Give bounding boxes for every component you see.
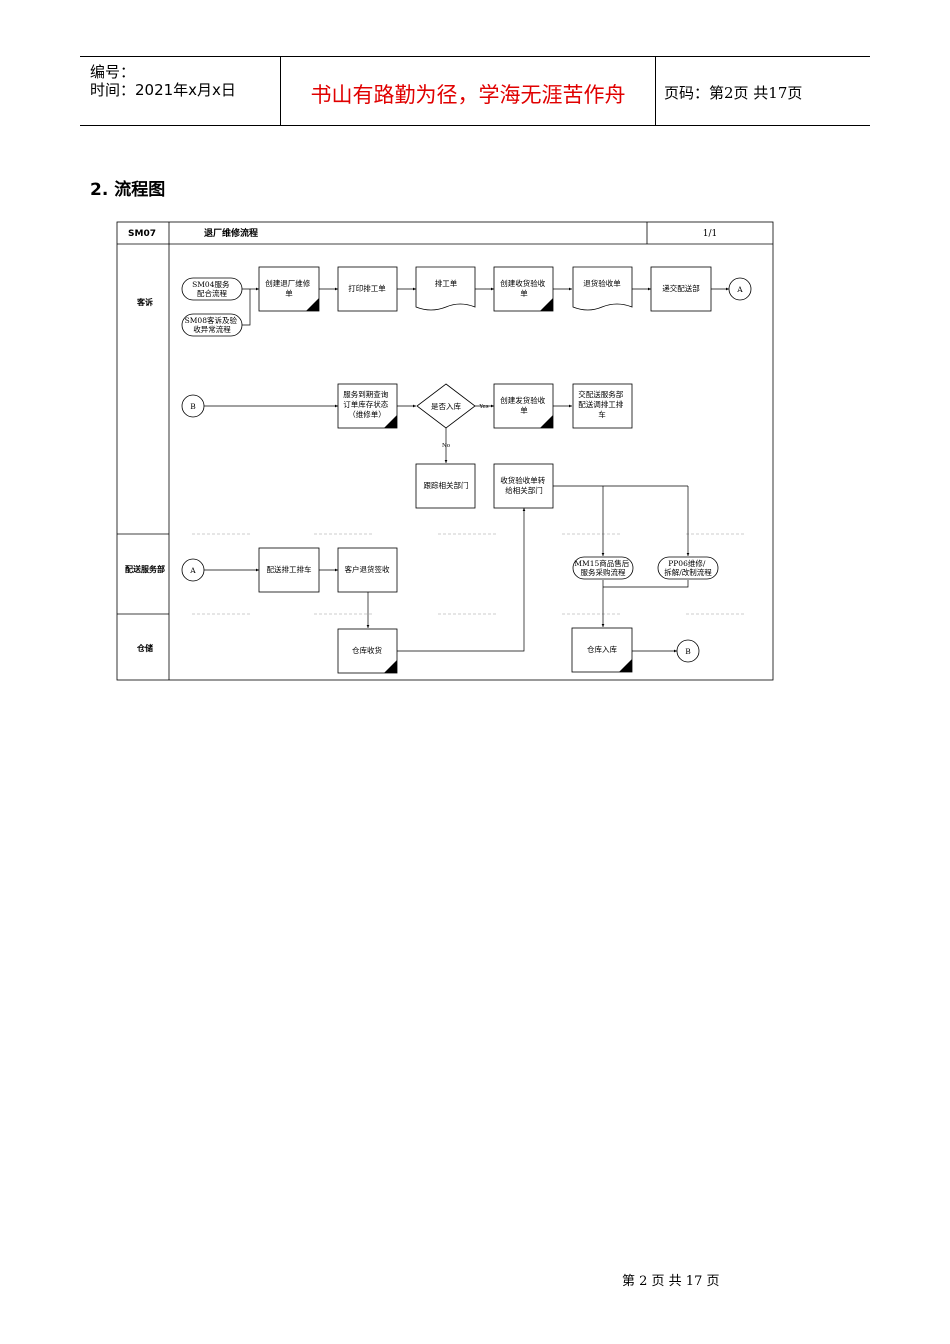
lane-label-peisong: 配送服务部 [125, 564, 165, 574]
flow-page: 1/1 [703, 229, 717, 239]
header-right-cell: 页码：第2页 共17页 [655, 57, 870, 125]
flowchart: SM07 退厂维修流程 1/1 客诉 配送服务部 仓储 SM04服务 配合流程 [116, 221, 774, 681]
node-submit-delivery-shape [650, 266, 712, 312]
node-create-return-corner [306, 298, 319, 311]
node-return-receipt-shape [572, 266, 633, 311]
flowchart-frame [116, 221, 774, 681]
node-forward-receipt-line2: 给相关部门 [505, 485, 543, 495]
node-create-receipt-line1: 创建收货验收 [500, 278, 545, 288]
lane-separators [192, 533, 746, 615]
node-warehouse-receive-corner [384, 660, 397, 673]
connector-a-in-shape [181, 558, 205, 582]
lane-label-kesu: 客诉 [136, 297, 153, 307]
node-pp06-shape [657, 556, 719, 580]
node-delivery-schedule-shape [258, 547, 320, 593]
node-create-ship-shape [493, 383, 554, 429]
node-warehouse-receive-label: 仓库收货 [352, 645, 382, 655]
node-warehouse-in-corner [619, 659, 632, 672]
connector-b-out-shape [676, 639, 700, 663]
node-print-dispatch-label: 打印排工单 [348, 283, 386, 293]
connector-a-out-shape [728, 277, 752, 301]
node-sm08-shape [181, 313, 243, 337]
node-create-receipt-label: 创建收货验收 单 [500, 278, 547, 298]
flow-name: 退厂维修流程 [204, 227, 258, 239]
connector-b-in-shape [181, 394, 205, 418]
node-submit-delivery-label: 递交配送部 [662, 283, 700, 293]
node-forward-receipt-line1: 收货验收单转 [500, 475, 545, 485]
node-service-check-line1: 服务到期查询 [343, 389, 388, 399]
node-hand-delivery-line3: 车 [598, 409, 606, 419]
node-service-check-corner [384, 415, 397, 428]
node-create-return-label: 创建退厂维修 单 [265, 278, 312, 298]
node-dispatch-doc-shape [415, 266, 476, 311]
node-sm04-line2: 配合流程 [197, 288, 227, 298]
node-delivery-schedule-label: 配送排工排车 [267, 564, 312, 574]
decision-yes-label: Yes [478, 404, 488, 410]
node-track-dept-label: 跟踪相关部门 [424, 480, 469, 490]
header-page-info: 页码：第2页 共17页 [664, 84, 803, 102]
node-hand-delivery-line2: 配送调排工排 [578, 399, 623, 409]
connector-a-out-label: A [736, 285, 743, 294]
node-service-check-line2: 订单库存状态 [343, 399, 388, 409]
lane-label-cangchu: 仓储 [136, 643, 153, 653]
section-title: 2. 流程图 [90, 180, 166, 200]
page-header: 编号： 时间：2021年x月x日 书山有路勤为径，学海无涯苦作舟 页码：第2页 … [80, 56, 870, 126]
connector-b-out-label: B [685, 647, 691, 656]
flow-code: SM07 [128, 229, 156, 239]
node-create-receipt-shape [493, 266, 554, 312]
node-create-ship-corner [540, 415, 553, 428]
node-pp06-label: PP06维修/ 拆解/改制流程 [664, 558, 712, 577]
node-pp06-line2: 拆解/改制流程 [664, 567, 712, 577]
page-footer: 第 2 页 共 17 页 [622, 1274, 720, 1289]
node-sm04-line1: SM04服务 [192, 279, 230, 289]
node-sm08-line2: 收异常流程 [193, 324, 231, 334]
connector-b-in-label: B [190, 402, 196, 411]
node-sm08-line1: SM08客诉及验 [185, 315, 238, 325]
node-forward-receipt-shape [493, 463, 554, 509]
node-hand-delivery-label: 交配送服务部 配送调排工排 车 [578, 389, 625, 419]
node-mm15-line2: 服务采购流程 [581, 567, 626, 577]
node-mm15-shape [572, 556, 634, 580]
doc-time-label: 时间：2021年x月x日 [90, 81, 236, 99]
doc-number-label: 编号： [90, 63, 136, 81]
node-warehouse-in-label: 仓库入库 [587, 644, 617, 654]
node-pp06-line1: PP06维修/ [668, 558, 706, 568]
flow-connectors [204, 287, 729, 653]
node-create-return-line1: 创建退厂维修 [265, 278, 310, 288]
node-return-receipt-label: 退货验收单 [583, 278, 621, 288]
node-create-ship-line1: 创建发货验收 [500, 395, 545, 405]
connector-a-in-label: A [189, 566, 196, 575]
node-decision-label: 是否入库 [431, 401, 461, 411]
node-decision-shape [416, 383, 476, 429]
node-mm15-label: MM15商品售后 服务采购流程 [574, 558, 631, 577]
node-customer-sign-shape [337, 547, 398, 593]
node-create-receipt-line2: 单 [520, 288, 528, 298]
header-motto: 书山有路勤为径，学海无涯苦作舟 [310, 83, 626, 107]
node-service-check-label: 服务到期查询 订单库存状态 （维修单） [343, 389, 390, 419]
header-left-cell: 编号： 时间：2021年x月x日 [80, 57, 280, 125]
node-create-ship-label: 创建发货验收 单 [500, 395, 547, 415]
node-create-receipt-corner [540, 298, 553, 311]
node-service-check-shape [337, 383, 398, 429]
node-hand-delivery-line1: 交配送服务部 [578, 389, 623, 399]
header-motto-cell: 书山有路勤为径，学海无涯苦作舟 [280, 57, 656, 125]
node-customer-sign-label: 客户退货签收 [345, 564, 390, 574]
node-warehouse-in-shape [571, 627, 633, 673]
node-forward-receipt-label: 收货验收单转 给相关部门 [500, 475, 547, 495]
node-create-ship-line2: 单 [520, 405, 528, 415]
node-hand-delivery-shape [572, 383, 633, 429]
node-mm15-line1: MM15商品售后 [574, 558, 629, 568]
node-track-dept-shape [415, 463, 476, 509]
node-sm08-label: SM08客诉及验 收异常流程 [185, 315, 240, 334]
node-create-return-shape [258, 266, 320, 312]
decision-no-label: No [442, 443, 451, 449]
node-warehouse-receive-shape [337, 628, 398, 674]
node-service-check-line3: （维修单） [348, 409, 386, 419]
node-print-dispatch-shape [337, 266, 398, 312]
node-sm04-shape [181, 277, 243, 301]
node-sm04-label: SM04服务 配合流程 [192, 279, 232, 298]
node-dispatch-doc-label: 排工单 [435, 278, 458, 288]
node-create-return-line2: 单 [285, 288, 293, 298]
